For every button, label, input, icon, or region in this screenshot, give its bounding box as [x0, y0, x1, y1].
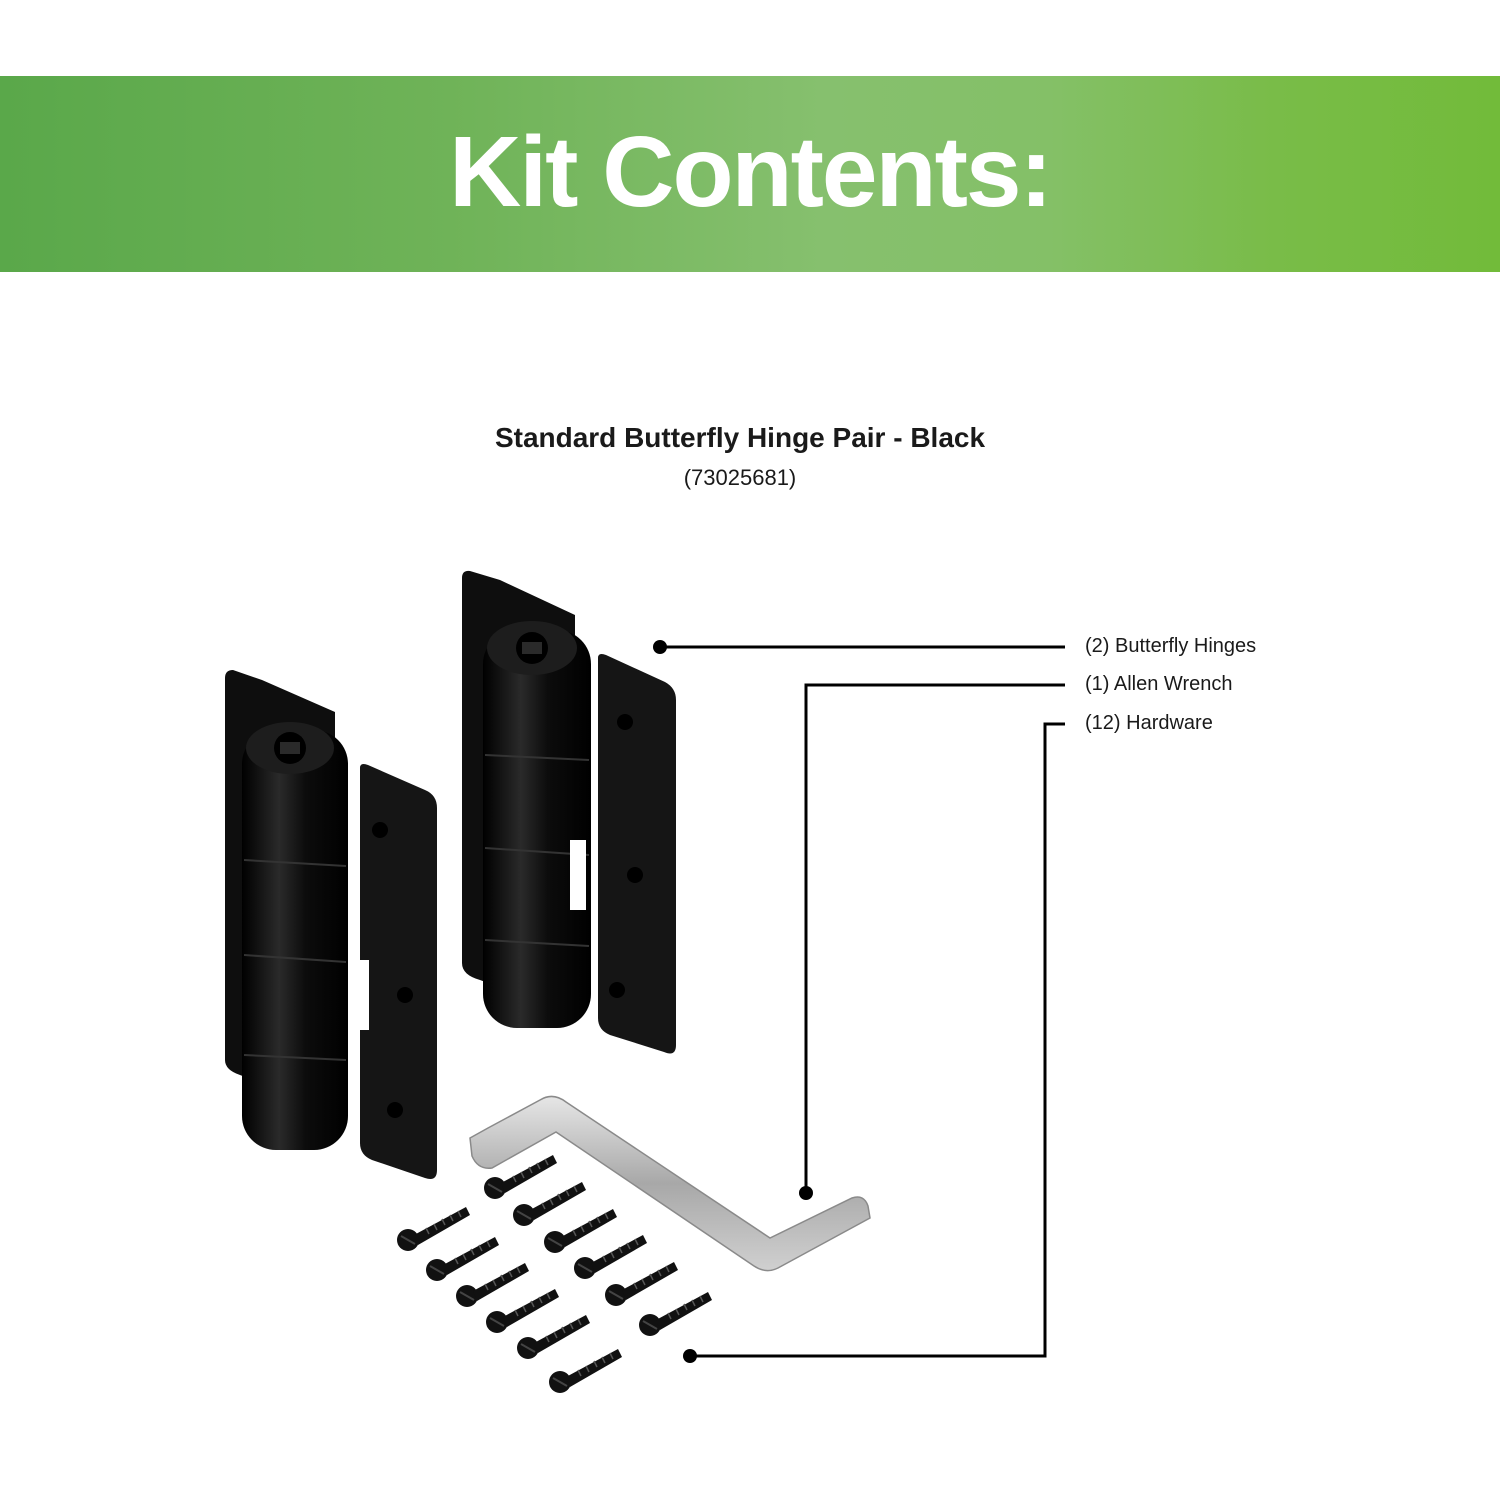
screw-icon: [638, 1291, 713, 1337]
leader-dot-wrench: [799, 1186, 813, 1200]
callout-lines: [653, 640, 1065, 1363]
screw-icon: [516, 1314, 591, 1360]
screw-icon: [512, 1181, 587, 1227]
screw-icon: [543, 1208, 618, 1254]
callout-allen-wrench: (1) Allen Wrench: [1085, 673, 1233, 695]
product-sku: (73025681): [683, 465, 797, 490]
header-banner: [0, 76, 1500, 272]
product-name: Standard Butterfly Hinge Pair - Black: [494, 422, 986, 453]
screw-icon: [548, 1348, 623, 1394]
butterfly-hinge-left: [225, 670, 437, 1179]
screw-icon: [396, 1206, 471, 1252]
screw-icon: [573, 1234, 648, 1280]
leader-line-hardware: [690, 722, 1065, 1358]
leader-line-wrench: [804, 683, 1065, 1193]
screw-icon: [485, 1288, 560, 1334]
leader-dot-hinges: [653, 640, 667, 654]
callout-butterfly-hinges: (2) Butterfly Hinges: [1085, 635, 1257, 657]
callout-hardware: (12) Hardware: [1085, 712, 1213, 734]
screw-icon: [425, 1236, 500, 1282]
butterfly-hinge-right: [462, 570, 676, 1054]
screw-icon: [604, 1261, 679, 1307]
screw-icon: [455, 1262, 530, 1308]
page-title: Kit Contents:: [449, 116, 1053, 228]
allen-wrench: [469, 1095, 871, 1272]
leader-dot-hardware: [683, 1349, 697, 1363]
